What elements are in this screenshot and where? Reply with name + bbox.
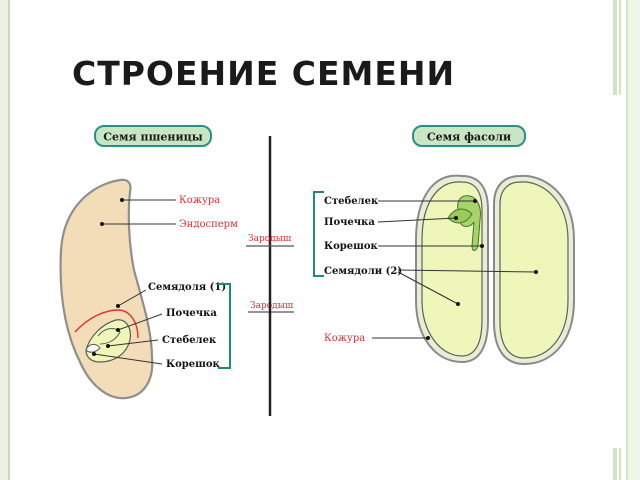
bean-section: Семя фасоли Стебелек Почечка Корешок Сем… [313, 125, 575, 366]
wheat-label-kozhura: Кожура [179, 195, 220, 206]
bean-badge-label: Семя фасоли [427, 131, 511, 144]
wheat-section: Семя пшеницы Кожура Эндосперм Семядоля (… [59, 125, 294, 400]
bottom-right-decoration-thin [619, 448, 621, 480]
wheat-label-semyadolya: Семядоля (1) [148, 282, 226, 293]
wheat-embryo-bracket [218, 283, 231, 369]
wheat-label-endosperm: Эндосперм [179, 219, 238, 230]
bean-embryo-bracket [313, 191, 324, 277]
slide-title: СТРОЕНИЕ СЕМЕНИ [72, 54, 456, 93]
seed-structure-diagram: Семя пшеницы Кожура Эндосперм Семядоля (… [59, 125, 575, 416]
bean-label-stebelek: Стебелек [324, 196, 379, 207]
bean-plumule [447, 208, 473, 224]
bean-cotyledon-right [499, 181, 569, 359]
left-frame-band [0, 0, 8, 480]
left-frame-line [8, 0, 10, 480]
top-right-decoration [613, 0, 617, 95]
wheat-label-stebelek: Стебелек [162, 335, 217, 346]
wheat-badge [94, 125, 212, 147]
wheat-label-koreshok: Корешок [166, 359, 221, 370]
top-right-decoration-thin [619, 0, 621, 95]
wheat-embryo-root [85, 343, 101, 353]
right-frame-band [628, 0, 640, 480]
bean-label-koreshok: Корешок [324, 241, 379, 252]
wheat-label-pochechka: Почечка [166, 308, 217, 319]
wheat-embryo-inner [97, 328, 121, 345]
bean-label-semyadoli: Семядоли (2) [324, 266, 402, 277]
bean-label-kozhura: Кожура [324, 333, 365, 344]
right-frame-line [626, 0, 628, 480]
wheat-badge-label: Семя пшеницы [103, 131, 203, 144]
wheat-label-zarodysh-right: Зародыш [250, 301, 294, 311]
bottom-right-decoration [613, 448, 617, 480]
bean-label-pochechka: Почечка [324, 217, 375, 228]
center-label-zarodysh: Зародыш [248, 234, 292, 244]
wheat-embryo-boundary [74, 309, 139, 339]
wheat-seed [59, 178, 154, 400]
bean-badge [412, 125, 526, 147]
